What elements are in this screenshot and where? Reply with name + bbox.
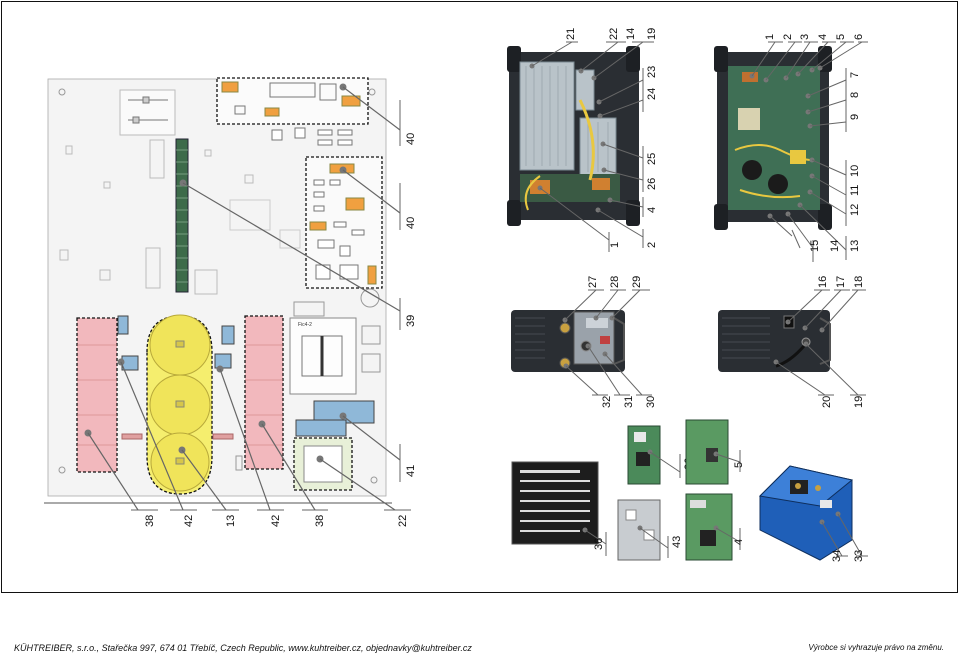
callout-r3: 3 — [799, 34, 811, 40]
callout-32: 32 — [601, 396, 613, 408]
footer-company: KÜHTREIBER, s.r.o., Stařečka 997, 674 01… — [14, 643, 472, 653]
callout-29: 29 — [631, 276, 643, 288]
sheet-frame — [1, 1, 958, 593]
callout-40a: 40 — [405, 133, 417, 145]
callout-17: 17 — [835, 276, 847, 288]
callout-r12: 12 — [849, 204, 861, 216]
callout-r4: 4 — [817, 34, 829, 40]
callout-22: 22 — [608, 28, 620, 40]
callout-p5: 5 — [733, 462, 745, 468]
callout-39: 39 — [405, 315, 417, 327]
callout-28: 28 — [609, 276, 621, 288]
photo-front-panel: 27 28 29 30 31 32 — [511, 276, 657, 408]
callout-38b: 38 — [314, 515, 326, 527]
callout-r11: 11 — [849, 185, 861, 196]
callout-19: 19 — [646, 28, 658, 40]
callout-40b: 40 — [405, 217, 417, 229]
callout-p43: 43 — [671, 536, 683, 548]
callout-r6: 6 — [853, 34, 865, 40]
callout-r13: 13 — [849, 240, 861, 252]
pcb-board: Fic4-2 — [44, 77, 417, 527]
component-label: Fic4-2 — [298, 322, 312, 328]
footer-notice: Výrobce si vyhrazuje právo na změnu. — [808, 643, 944, 652]
callout-27: 27 — [587, 276, 599, 288]
callout-p4: 4 — [733, 539, 745, 545]
callout-30: 30 — [645, 396, 657, 408]
callout-p33: 33 — [853, 550, 865, 562]
callout-16: 16 — [817, 276, 829, 288]
callout-r2: 2 — [782, 34, 794, 40]
callout-19b: 19 — [853, 396, 865, 408]
callout-26: 26 — [646, 178, 658, 190]
callout-31: 31 — [623, 396, 635, 408]
callout-41: 41 — [405, 465, 417, 477]
photo-rear-panel: 16 17 18 19 20 — [718, 276, 866, 408]
callout-4: 4 — [646, 207, 658, 213]
callout-r7: 7 — [849, 72, 861, 78]
callout-r15: 15 — [809, 240, 821, 252]
callout-r1: 1 — [764, 34, 776, 40]
callout-24: 24 — [646, 88, 658, 100]
callout-2: 2 — [646, 242, 658, 248]
callout-25: 25 — [646, 153, 658, 165]
callout-38a: 38 — [144, 515, 156, 527]
callout-r10: 10 — [849, 165, 861, 177]
photo-parts: 26 5 36 43 4 — [511, 419, 868, 562]
callout-21: 21 — [565, 28, 577, 40]
callout-1: 1 — [609, 242, 621, 248]
callout-22: 22 — [397, 515, 409, 527]
callout-r14: 14 — [829, 240, 841, 252]
callout-14: 14 — [625, 28, 637, 40]
callout-r9: 9 — [849, 114, 861, 120]
callout-23: 23 — [646, 66, 658, 78]
callout-p36: 36 — [593, 538, 605, 550]
callout-r5: 5 — [835, 34, 847, 40]
photo-open-left: 21 22 14 19 23 24 25 26 4 2 1 — [507, 28, 658, 252]
callout-r8: 8 — [849, 92, 861, 98]
callout-13: 13 — [225, 515, 237, 527]
callout-18: 18 — [853, 276, 865, 288]
callout-p34: 34 — [831, 550, 843, 562]
callout-42b: 42 — [270, 515, 282, 527]
callout-42a: 42 — [183, 515, 195, 527]
callout-20: 20 — [821, 396, 833, 408]
photo-open-right: 1 2 3 4 5 6 7 8 9 10 11 12 13 14 15 — [714, 34, 868, 262]
